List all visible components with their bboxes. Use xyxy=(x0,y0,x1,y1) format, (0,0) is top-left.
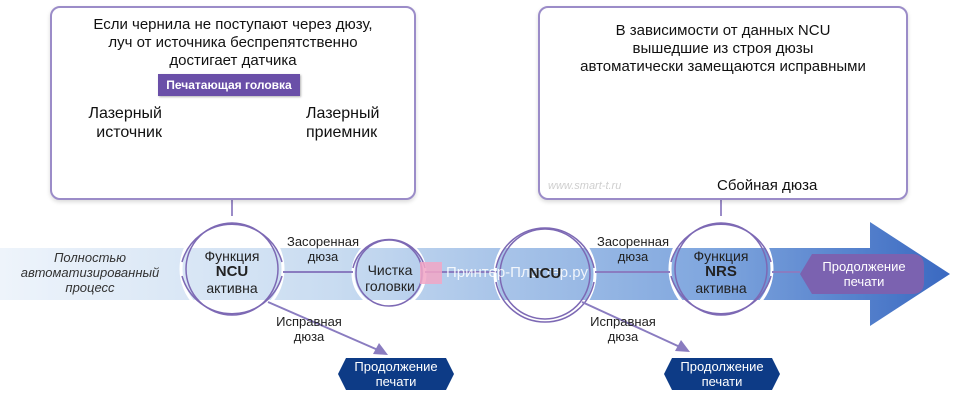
right-callout-line1: В зависимости от данных NCU xyxy=(615,22,831,39)
laser-receiver-line1: Лазерный xyxy=(306,105,380,122)
continue-printing-2: Продолжение печати xyxy=(664,358,780,390)
continue-2-line2: печати xyxy=(701,374,743,389)
automated-process-label: Полностью автоматизированный процесс xyxy=(6,250,174,295)
ncu-function-line3: активна xyxy=(206,280,258,296)
automated-process-line3: процесс xyxy=(65,280,115,295)
continue-end-shape xyxy=(800,254,924,294)
good-nozzle-label-2: Исправная дюза xyxy=(576,314,670,344)
ncu-check-label: NCU xyxy=(528,265,562,282)
continue-end-line2: печати xyxy=(843,274,885,289)
nrs-function-line2: NRS xyxy=(705,263,737,280)
ncu-function-line2: NCU xyxy=(215,263,249,280)
cleaning-label: Чистка головки xyxy=(355,262,425,294)
continue-hex-1-shape xyxy=(338,358,454,390)
ncu-function-line1: Функция xyxy=(204,248,260,264)
flow-good-2-arrowhead xyxy=(675,340,690,352)
laser-source-line2: источник xyxy=(96,124,162,141)
clogged-2-line1: Засоренная xyxy=(596,234,670,249)
clogged-1-line1: Засоренная xyxy=(286,234,360,249)
site-watermark: www.smart-t.ru xyxy=(548,180,622,192)
ncu-circle-left xyxy=(179,216,285,322)
printhead-label-text: Печатающая головка xyxy=(166,78,292,92)
right-callout-line2: вышедшие из строя дюзы xyxy=(632,40,814,57)
brand-watermark: Принтер-Плоттер.ру xyxy=(446,264,588,281)
clogged-nozzle-label-2: Засоренная дюза xyxy=(588,234,678,264)
nrs-circle xyxy=(668,216,774,322)
laser-receiver-label: Лазерный приемник xyxy=(306,104,402,142)
continue-printing-end: Продолжение печати xyxy=(804,254,924,294)
good-nozzle-label-1: Исправная дюза xyxy=(262,314,356,344)
flow-good-1 xyxy=(267,301,379,351)
ncu-function-label: Функция NCU активна xyxy=(192,248,272,296)
nrs-function-line3: активна xyxy=(695,280,747,296)
good-1-line1: Исправная xyxy=(276,314,342,329)
clogged-1-line2: дюза xyxy=(307,249,339,264)
continue-printing-1: Продолжение печати xyxy=(338,358,454,390)
left-callout-line2: луч от источника беспрепятственно xyxy=(108,34,358,51)
clogged-nozzle-label-1: Засоренная дюза xyxy=(278,234,368,264)
left-callout: Если чернила не поступают через дюзу, лу… xyxy=(50,6,416,200)
nrs-function-label: Функция NRS активна xyxy=(681,248,761,296)
good-2-line1: Исправная xyxy=(590,314,656,329)
flow-good-1-arrowhead xyxy=(373,343,388,355)
left-callout-line1: Если чернила не поступают через дюзу, xyxy=(93,16,373,33)
good-1-line2: дюза xyxy=(293,329,325,344)
laser-source-line1: Лазерный xyxy=(88,105,162,122)
laser-source-label: Лазерный источник xyxy=(70,104,162,142)
nrs-function-line1: Функция xyxy=(693,248,749,264)
left-callout-line3: достигает датчика xyxy=(169,52,297,69)
process-arrow xyxy=(0,222,950,326)
continue-end-line1: Продолжение xyxy=(822,259,906,274)
automated-process-line2: автоматизированный xyxy=(20,265,160,280)
brand-watermark-mark xyxy=(420,262,442,284)
printhead-label: Печатающая головка xyxy=(158,74,300,96)
right-callout-line3: автоматически замещаются исправными xyxy=(580,58,866,75)
automated-process-line1: Полностью xyxy=(53,250,127,265)
ncu-circle-middle xyxy=(493,222,597,326)
faulty-nozzle-label: Сбойная дюза xyxy=(717,177,818,194)
continue-1-line2: печати xyxy=(375,374,417,389)
continue-1-line1: Продолжение xyxy=(354,359,438,374)
continue-hex-2-shape xyxy=(664,358,780,390)
flow-good-2 xyxy=(581,301,681,348)
right-callout: В зависимости от данных NCU вышедшие из … xyxy=(538,6,908,200)
laser-receiver-line2: приемник xyxy=(306,124,378,141)
continue-2-line1: Продолжение xyxy=(680,359,764,374)
cleaning-line2: головки xyxy=(365,278,415,294)
cleaning-line1: Чистка xyxy=(367,262,413,278)
good-2-line2: дюза xyxy=(607,329,639,344)
clogged-2-line2: дюза xyxy=(617,249,649,264)
